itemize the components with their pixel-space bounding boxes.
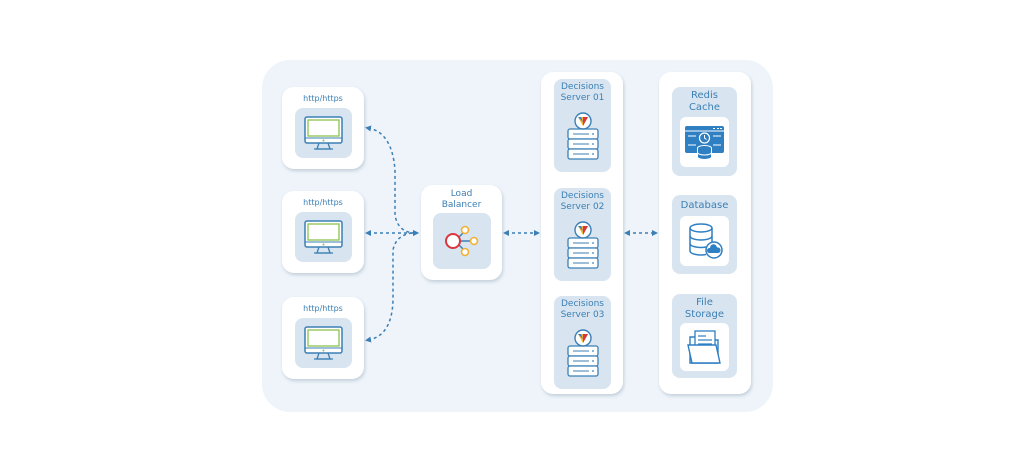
network-hub-icon	[445, 225, 479, 257]
redis-icon-bg	[680, 117, 729, 167]
server-tile-3: Decisions Server 03	[554, 296, 611, 389]
monitor-icon	[304, 326, 343, 360]
load-balancer-label-line1: Load	[450, 189, 473, 199]
server-tile-1: Decisions Server 01	[554, 79, 611, 172]
server-icon	[567, 329, 599, 377]
server-label-line1: Decisions	[560, 82, 604, 92]
servers-column: Decisions Server 01 Decisions Server 02	[541, 72, 623, 394]
client-icon-tile	[295, 318, 352, 368]
database-cloud-icon	[689, 223, 723, 259]
server-label-line2: Server 03	[560, 310, 605, 320]
file-storage-label-line1: File	[696, 297, 713, 308]
database-icon-bg	[680, 216, 729, 266]
client-icon-tile	[295, 108, 352, 158]
monitor-icon	[304, 116, 343, 150]
server-label-line2: Server 01	[560, 93, 605, 103]
server-label-line1: Decisions	[560, 191, 604, 201]
folder-icon	[687, 330, 721, 364]
server-label-line2: Server 02	[560, 202, 605, 212]
server-icon	[567, 112, 599, 160]
database-label: Database	[680, 200, 729, 211]
load-balancer-card: Load Balancer	[421, 185, 502, 280]
redis-label-line1: Redis	[691, 90, 718, 101]
monitor-icon	[304, 220, 343, 254]
client-label: http/https	[303, 304, 343, 313]
client-card-3: http/https	[282, 297, 364, 379]
client-label: http/https	[303, 198, 343, 207]
file-storage-tile: File Storage	[672, 294, 737, 378]
file-storage-icon-bg	[680, 323, 729, 371]
client-label: http/https	[303, 94, 343, 103]
server-tile-2: Decisions Server 02	[554, 188, 611, 281]
load-balancer-icon-tile	[433, 213, 491, 269]
database-tile: Database	[672, 195, 737, 274]
redis-label-line2: Cache	[688, 102, 721, 113]
redis-cache-tile: Redis Cache	[672, 87, 737, 176]
load-balancer-label-line2: Balancer	[441, 200, 482, 210]
cache-icon	[685, 126, 724, 160]
client-card-2: http/https	[282, 191, 364, 273]
file-storage-label-line2: Storage	[684, 309, 725, 320]
client-card-1: http/https	[282, 87, 364, 169]
server-icon	[567, 221, 599, 269]
server-label-line1: Decisions	[560, 299, 604, 309]
client-icon-tile	[295, 212, 352, 262]
storage-column: Redis Cache Database	[659, 72, 751, 394]
